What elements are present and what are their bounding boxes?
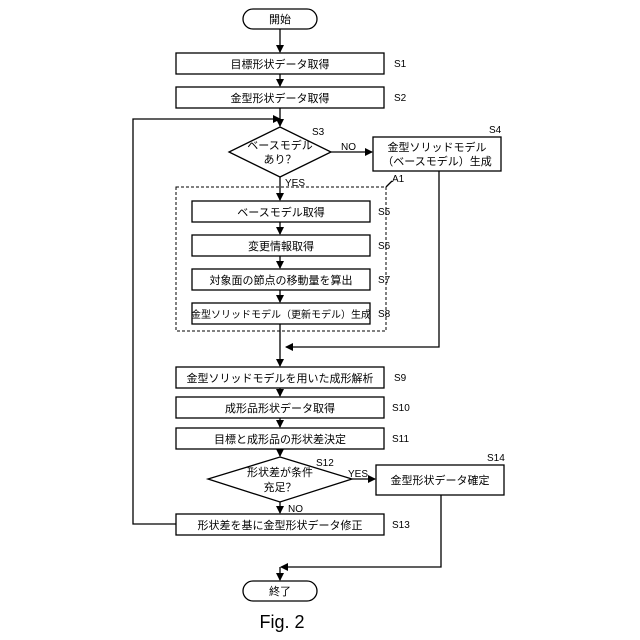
- step-s13-id: S13: [392, 520, 410, 531]
- step-s11-id: S11: [392, 434, 409, 445]
- step-s14-label: 金型形状データ確定: [391, 473, 490, 487]
- step-s10-id: S10: [392, 403, 410, 414]
- decision-s12-id: S12: [316, 458, 334, 469]
- step-s4-id: S4: [489, 125, 502, 136]
- decision-s3-id: S3: [312, 127, 325, 138]
- group-a1-id: A1: [392, 174, 405, 185]
- step-s4-line2: （ベースモデル）生成: [382, 154, 491, 168]
- figure-caption: Fig. 2: [259, 612, 304, 632]
- step-s2-id: S2: [394, 93, 407, 104]
- s12-yes-label: YES: [348, 469, 368, 480]
- step-s11-label: 目標と成形品の形状差決定: [214, 432, 346, 446]
- step-s1-id: S1: [394, 59, 407, 70]
- step-s9-id: S9: [394, 373, 407, 384]
- decision-s3-line1: ベースモデル: [247, 138, 312, 152]
- step-s7-id: S7: [378, 275, 391, 286]
- decision-s12-line1: 形状差が条件: [247, 465, 313, 479]
- step-s14-id: S14: [487, 453, 505, 464]
- decision-s12-line2: 充足？: [264, 480, 297, 494]
- s3-no-label: NO: [341, 142, 356, 153]
- step-s6-id: S6: [378, 241, 391, 252]
- step-s1-label: 目標形状データ取得: [231, 57, 330, 71]
- step-s5-label: ベースモデル取得: [237, 205, 324, 219]
- step-s6-label: 変更情報取得: [248, 239, 314, 253]
- step-s13-label: 形状差を基に金型形状データ修正: [198, 518, 363, 532]
- step-s10-label: 成形品形状データ取得: [225, 401, 335, 415]
- decision-s3-line2: あり？: [264, 153, 297, 166]
- step-s5-id: S5: [378, 207, 391, 218]
- step-s8-id: S8: [378, 309, 391, 320]
- step-s9-label: 金型ソリッドモデルを用いた成形解析: [187, 371, 374, 385]
- step-s2-label: 金型形状データ取得: [231, 91, 330, 105]
- start-terminal-label: 開始: [269, 12, 291, 26]
- end-terminal-label: 終了: [269, 584, 291, 598]
- step-s7-label: 対象面の節点の移動量を算出: [210, 273, 353, 287]
- step-s8-label: 金型ソリッドモデル（更新モデル）生成: [191, 308, 371, 321]
- s12-no-label: NO: [288, 504, 303, 515]
- step-s4-line1: 金型ソリッドモデル: [388, 140, 487, 154]
